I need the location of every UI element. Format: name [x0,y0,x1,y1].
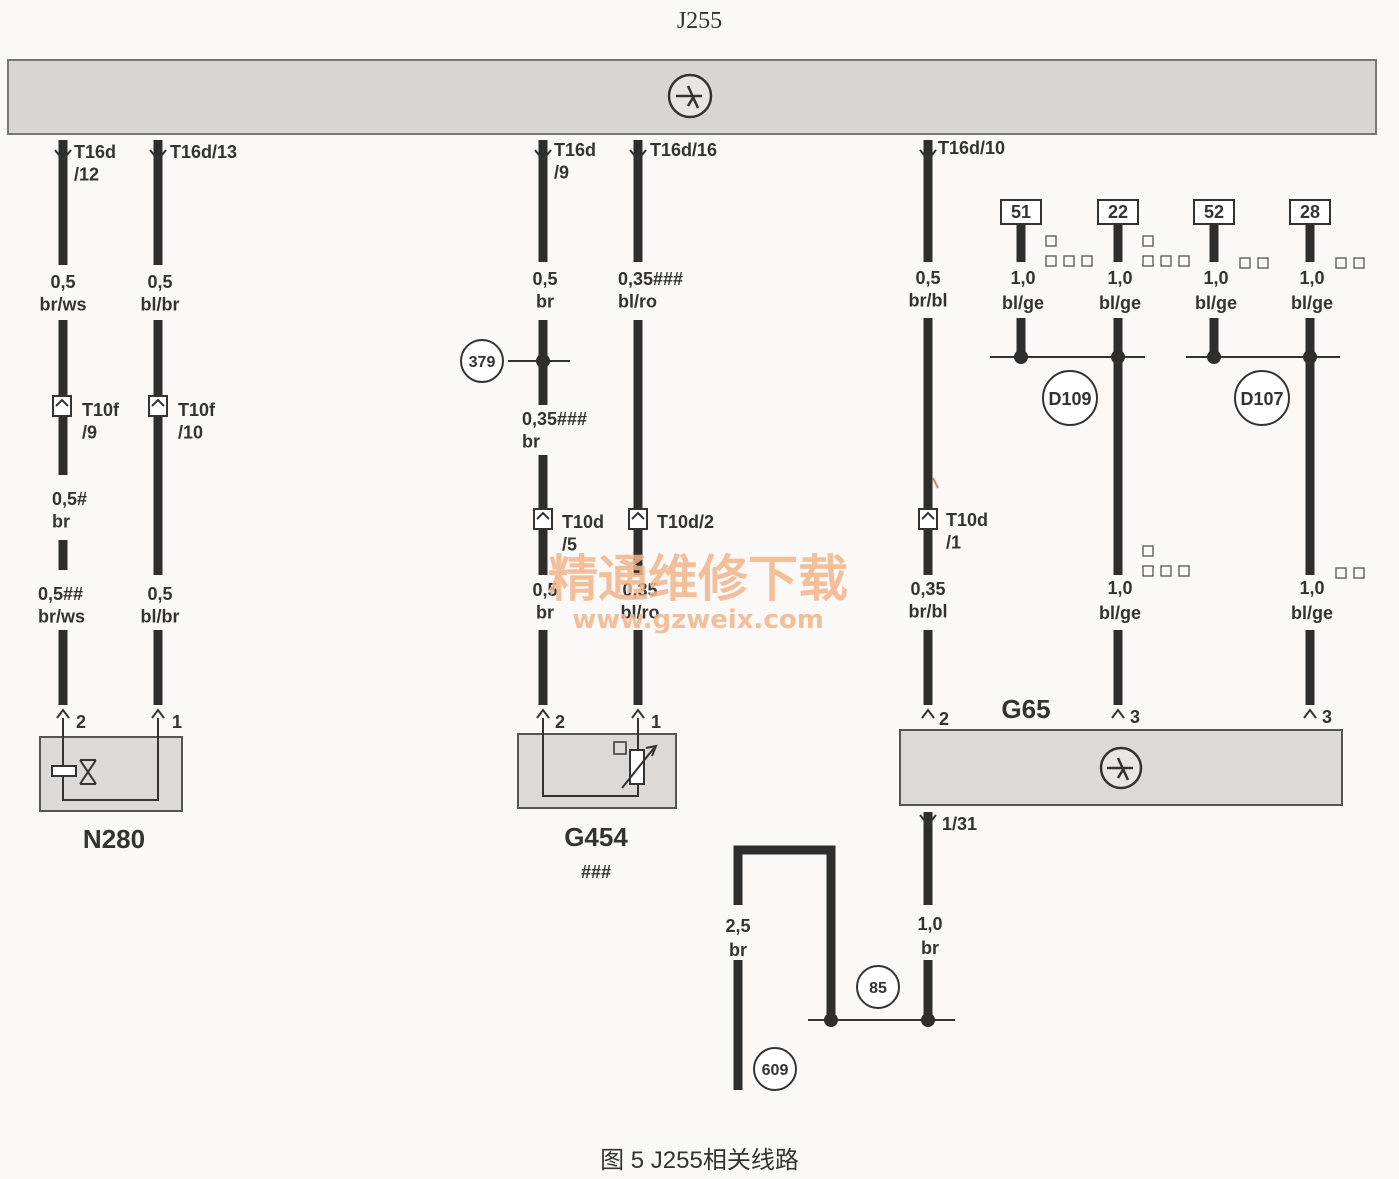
node-d109 [1042,370,1098,426]
feed-28-gauge: 1,0 [1299,268,1324,288]
g65-symbol-icon [1099,746,1143,790]
node-d109-label: D109 [1048,389,1091,409]
feed-22-gauge: 1,0 [1107,268,1132,288]
lower-28-color: bl/ge [1291,603,1333,623]
pin-label-t16d-16: T16d/16 [650,140,717,160]
w1-connector-label: T10f/9 [82,400,120,443]
w3-mid-label: 0,35###br [522,409,587,452]
g454-component [517,718,677,809]
node-609 [753,1047,797,1091]
g454-sub: ### [581,862,611,882]
feed-51-color: bl/ge [1002,293,1044,313]
pin-label-t16d-13: T16d/13 [170,142,237,162]
ground-right-color: br [921,938,939,958]
w1-pin: 2 [76,712,86,732]
feed-box-22-label: 22 [1108,202,1128,222]
node-85-label: 85 [869,980,887,997]
w4-connector-label: T10d/2 [657,512,714,532]
connector-icon [52,395,938,530]
ground-wire-right [808,812,955,1027]
ground-left-color: br [729,940,747,960]
diagram-title: J255 [676,8,723,34]
node-379 [460,339,504,383]
w3-connector-label: T10d/5 [562,512,604,555]
node-d107 [1234,370,1290,426]
lower-28-gauge: 1,0 [1299,578,1324,598]
feed-52-color: bl/ge [1195,293,1237,313]
feed-22-color: bl/ge [1099,293,1141,313]
feed-box-51-label: 51 [1011,202,1031,222]
w5-pin: 2 [939,709,949,729]
w4-top-label: 0,35###bl/ro [618,269,683,312]
wire-3 [508,140,570,719]
feed-box-28-label: 28 [1300,202,1320,222]
feed-box-28 [1289,199,1331,225]
feed-28-color: bl/ge [1291,293,1333,313]
ground-left-gauge: 2,5 [725,916,750,936]
figure-caption: 图 5 J255相关线路 [600,1147,799,1174]
node-379-label: 379 [469,354,496,371]
ground-right-gauge: 1,0 [917,914,942,934]
w3-pin: 2 [555,712,565,732]
wire-5 [919,140,939,719]
node-85 [856,965,900,1009]
pin-label-t16d-10: T16d/10 [938,138,1005,158]
feed-box-52 [1193,199,1235,225]
w1-mid-label: 0,5#br [52,489,87,532]
wire-2 [149,140,167,719]
feed-box-51 [1000,199,1042,225]
w4-pin: 1 [651,712,661,732]
glyph-boxes [1045,235,1365,579]
n280-name: N280 [83,824,145,854]
wire-1 [54,140,72,719]
g65-name: G65 [1001,694,1050,724]
feed-box-22 [1097,199,1139,225]
w2-pin: 1 [172,712,182,732]
feed-box-52-label: 52 [1204,202,1224,222]
w5-connector-label: T10d/1 [946,510,988,553]
n280-component [39,718,183,812]
right-feed-wires [990,225,1340,719]
valve-icon [51,759,97,785]
w2-connector-label: T10f/10 [178,400,216,443]
lower-22-pin: 3 [1130,707,1140,727]
lower-22-gauge: 1,0 [1107,578,1132,598]
lower-22-color: bl/ge [1099,603,1141,623]
pin-label-t16d-9: T16d/9 [554,140,596,183]
watermark-url: www.gzweix.com [572,605,824,635]
wire-4 [629,140,647,719]
feed-51-gauge: 1,0 [1010,268,1035,288]
g65-component [899,729,1343,806]
pin-label-t16d-12: T16d/12 [74,142,116,185]
node-d107-label: D107 [1240,389,1283,409]
sensor-icon [613,741,658,789]
watermark-cn: 精通维修下载 [548,550,848,608]
feed-52-gauge: 1,0 [1203,268,1228,288]
w1-bot-label: 0,5##br/ws [38,584,85,627]
node-609-label: 609 [762,1062,789,1079]
g454-name: G454 [564,822,628,852]
lower-28-pin: 3 [1322,707,1332,727]
control-unit-symbol [667,73,713,119]
ground-wire-left [733,845,836,1090]
g65-pin-out: 1/31 [942,814,977,834]
